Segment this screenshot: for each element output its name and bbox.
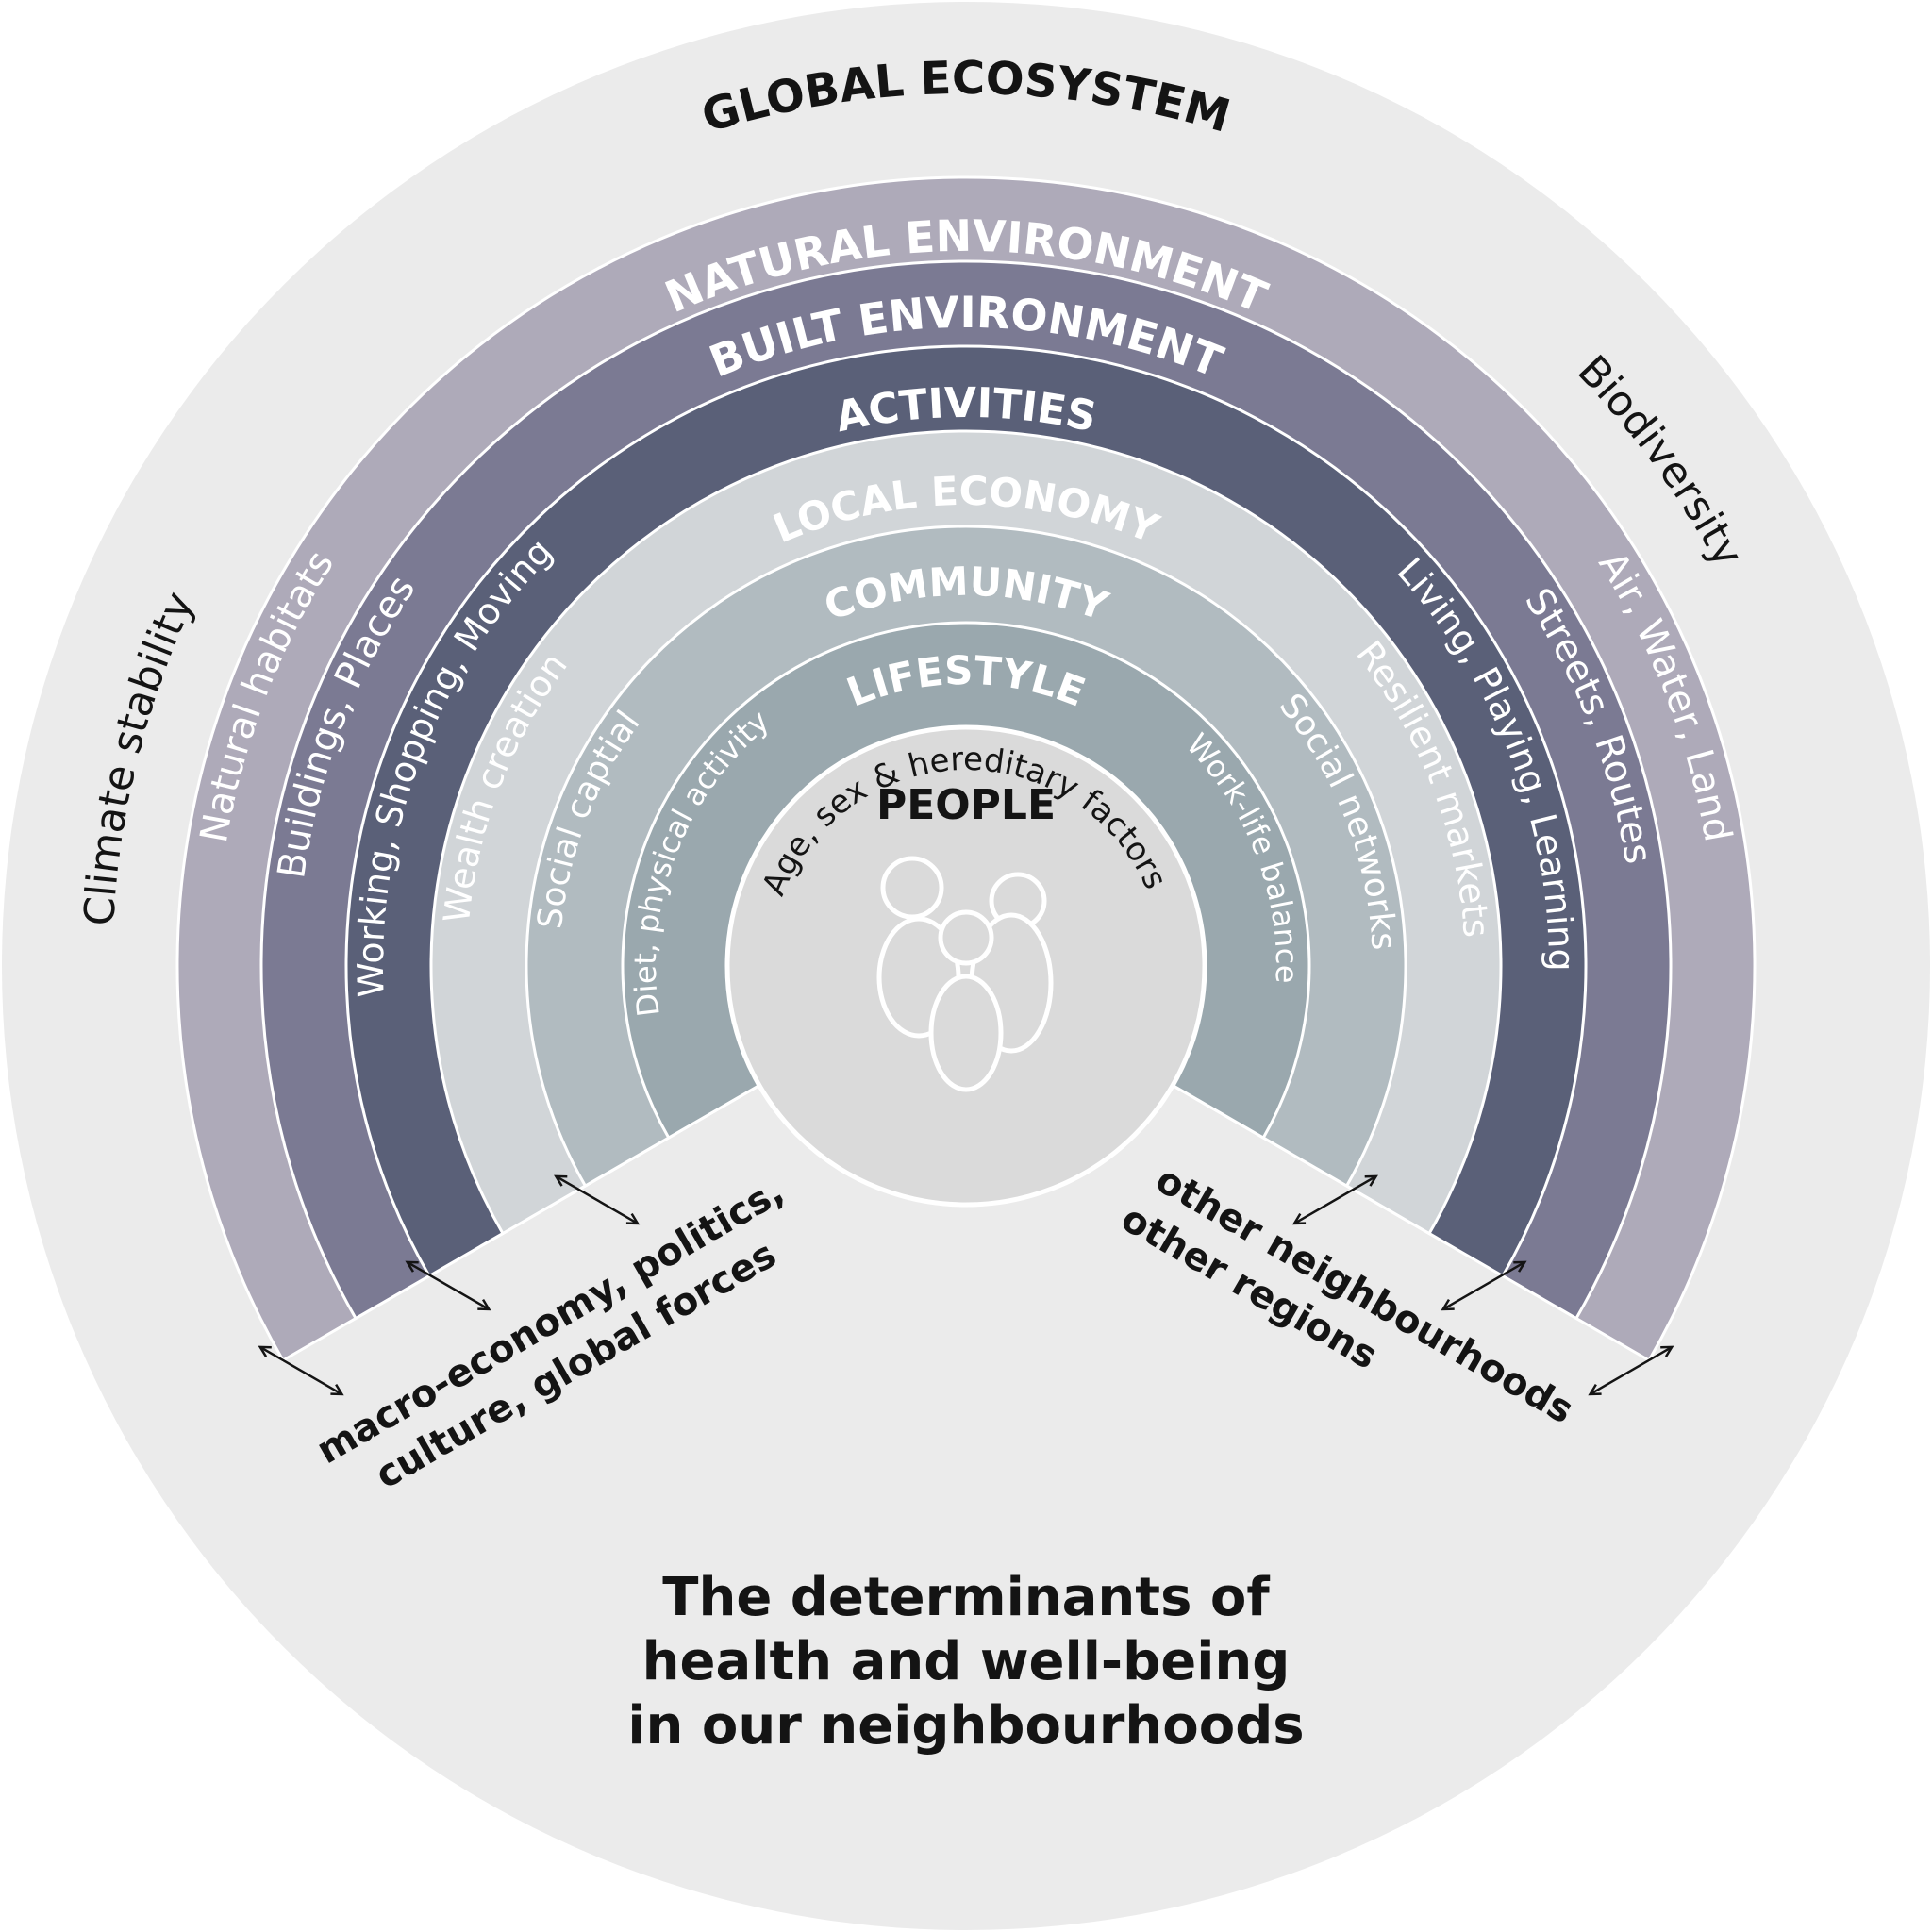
left-arrow-2	[405, 1260, 491, 1311]
right-arrow-2	[1441, 1260, 1527, 1311]
title-line-2: health and well-being	[642, 1631, 1291, 1692]
interaction-arrows	[258, 1174, 1674, 1396]
people-label: PEOPLE	[876, 781, 1056, 829]
people-circle	[724, 724, 1208, 1208]
right-arrow-3	[1291, 1174, 1378, 1225]
people-icon	[876, 856, 1054, 1092]
left-arrow-3	[554, 1174, 641, 1225]
diagram-title: The determinants of health and well-bein…	[627, 1567, 1304, 1757]
title-line-3: in our neighbourhoods	[627, 1695, 1304, 1757]
left-arrow-1	[258, 1345, 344, 1396]
title-line-1: The determinants of	[662, 1567, 1270, 1628]
right-arrow-1	[1588, 1345, 1674, 1396]
